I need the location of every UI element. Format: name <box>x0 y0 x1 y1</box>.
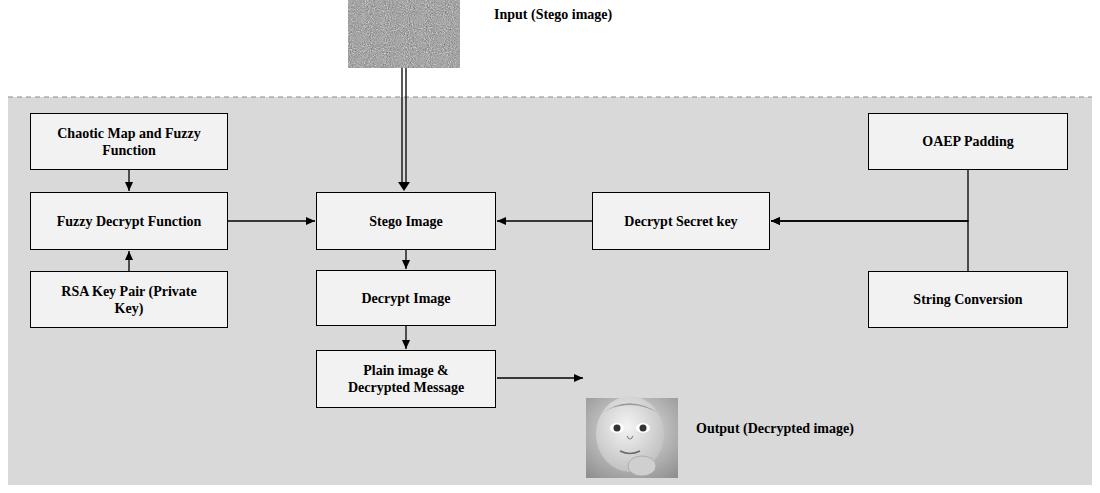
box-label: Plain image & Decrypted Message <box>331 362 481 396</box>
box-label: RSA Key Pair (Private Key) <box>54 283 204 317</box>
flow-arrow <box>497 220 592 221</box>
box-label: Fuzzy Decrypt Function <box>57 213 202 230</box>
flow-arrow <box>405 326 406 349</box>
box-label: String Conversion <box>913 291 1022 308</box>
image-caption: Input (Stego image) <box>494 6 612 23</box>
process-box: String Conversion <box>868 271 1068 328</box>
process-box: RSA Key Pair (Private Key) <box>30 271 228 328</box>
process-box: Fuzzy Decrypt Function <box>30 192 228 250</box>
dashed-border <box>8 97 1092 98</box>
process-box: Decrypt Secret key <box>592 192 770 250</box>
flow-arrow <box>128 251 129 271</box>
flow-arrow <box>771 170 968 221</box>
box-label: Decrypt Image <box>361 290 450 307</box>
noise-image <box>348 0 460 68</box>
image-caption: Output (Decrypted image) <box>696 420 854 437</box>
box-label: OAEP Padding <box>922 133 1013 150</box>
box-label: Chaotic Map and Fuzzy Function <box>54 125 204 159</box>
box-label: Stego Image <box>369 213 443 230</box>
process-box: Stego Image <box>316 192 496 250</box>
flow-arrow <box>228 220 315 221</box>
output-arrow <box>497 377 583 378</box>
baby-photo <box>586 396 678 478</box>
process-box: Chaotic Map and Fuzzy Function <box>30 113 228 170</box>
input-arrow <box>398 68 410 191</box>
box-label: Decrypt Secret key <box>624 213 737 230</box>
grey-panel <box>8 97 1092 485</box>
flow-arrow <box>771 221 968 271</box>
process-box: Plain image & Decrypted Message <box>316 350 496 408</box>
flow-arrow <box>405 250 406 269</box>
process-box: OAEP Padding <box>868 113 1068 170</box>
process-box: Decrypt Image <box>316 270 496 326</box>
flow-arrow <box>128 170 129 191</box>
